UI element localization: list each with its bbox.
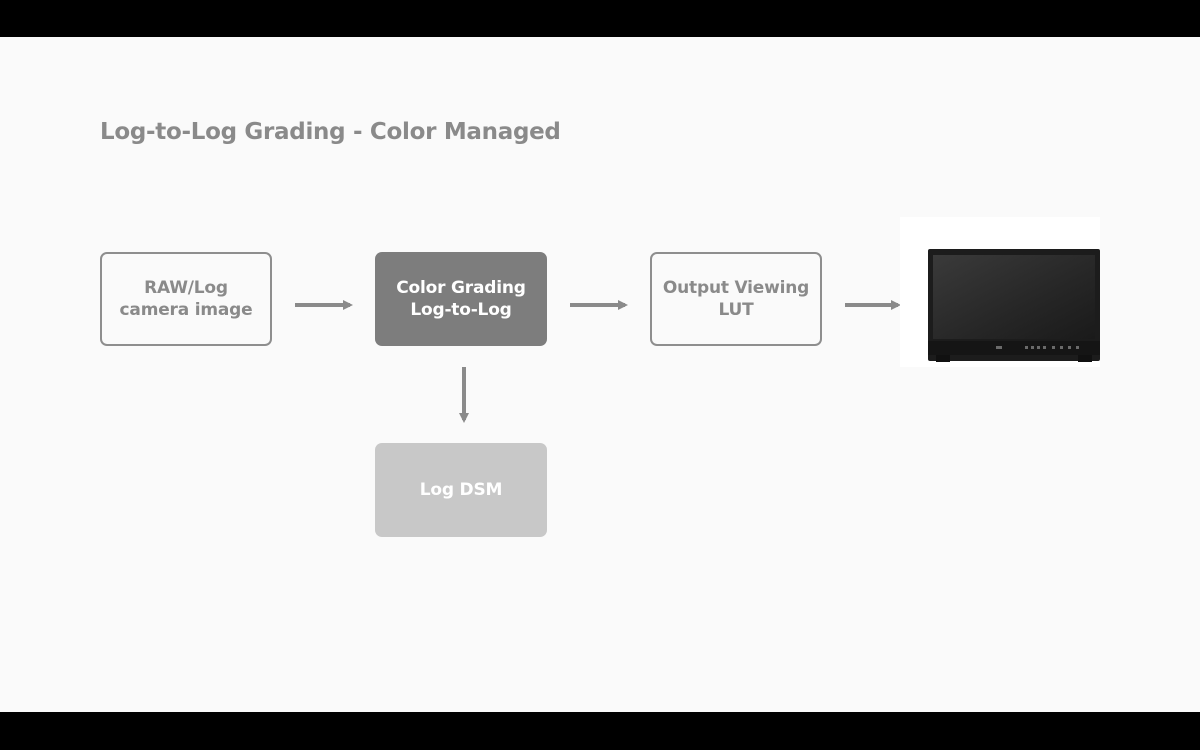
node-label-line1: Color Grading xyxy=(396,278,526,298)
node-label-line2: Log-to-Log xyxy=(410,300,512,320)
slide: Log-to-Log Grading - Color Managed RAW/L… xyxy=(0,37,1200,712)
node-label-line1: Output Viewing xyxy=(662,278,810,298)
node-label-line2: camera image xyxy=(119,300,253,320)
log-dsm-node: Log DSM xyxy=(375,443,547,537)
flow-arrows xyxy=(295,300,901,423)
color-grading-node: Color Grading Log-to-Log xyxy=(375,252,547,346)
raw-log-camera-image-node: RAW/Log camera image xyxy=(100,252,272,346)
reference-monitor-icon xyxy=(928,249,1100,362)
monitor-panel xyxy=(900,217,1100,367)
letterbox-top xyxy=(0,0,1200,37)
node-label-line2: LUT xyxy=(718,300,754,320)
output-viewing-lut-node: Output Viewing LUT xyxy=(650,252,822,346)
node-label-line1: RAW/Log xyxy=(144,278,228,298)
letterbox-bottom xyxy=(0,712,1200,750)
slide-title: Log-to-Log Grading - Color Managed xyxy=(100,119,561,145)
node-label-line1: Log DSM xyxy=(419,480,503,500)
